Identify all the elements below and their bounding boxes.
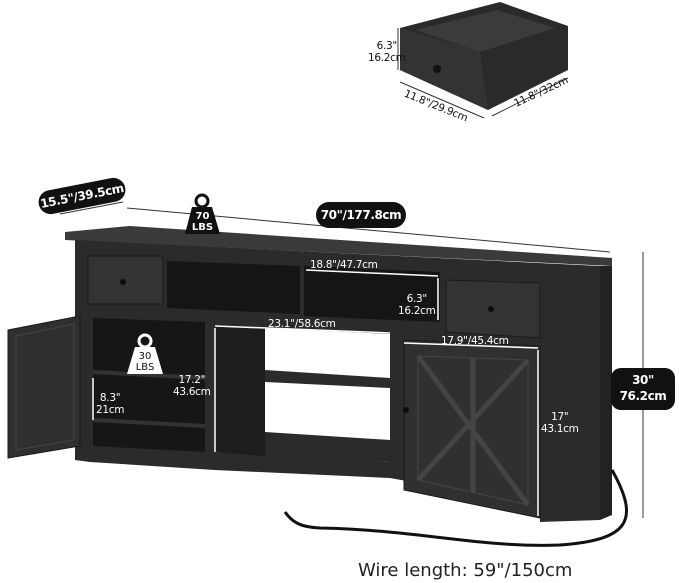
left-shelf-height-cm: 21cm <box>96 404 125 416</box>
door-height-in: 17" <box>551 411 569 423</box>
shelf-weight-value: 30 <box>138 351 152 362</box>
drawer-inset <box>397 2 569 119</box>
shelf-weight-unit: LBS <box>135 362 155 373</box>
weight-icon <box>185 193 220 234</box>
drawer-knob-icon <box>433 65 441 73</box>
drawer-height-in: 6.3" <box>376 40 398 52</box>
door-height-cm: 43.1cm <box>541 423 579 435</box>
open-shelf-width-label: 18.8"/47.7cm <box>310 259 378 271</box>
open-shelf-height-in: 6.3" <box>406 293 428 305</box>
top-weight-value: 70 <box>195 211 210 222</box>
overall-height-in: 30" <box>632 373 654 387</box>
top-weight-unit: LBS <box>191 222 214 233</box>
tv-stand <box>7 226 612 522</box>
left-shelf-height-in: 8.3" <box>99 392 121 404</box>
middle-width-label: 23.1"/58.6cm <box>268 318 336 330</box>
wire-length-label: Wire length: 59"/150cm <box>358 560 573 581</box>
middle-height-in: 17.2" <box>178 374 206 386</box>
middle-height-cm: 43.6cm <box>173 386 211 398</box>
left-shelf-height-label: 8.3"21cm <box>96 392 124 416</box>
door-height-label: 17"43.1cm <box>541 411 579 435</box>
drawer-height-cm: 16.2cm <box>368 52 406 64</box>
weight-icon <box>127 333 163 374</box>
power-cord <box>283 469 628 547</box>
middle-height-label: 17.2"43.6cm <box>173 374 211 398</box>
door-width-label: 17.9"/45.4cm <box>441 335 509 347</box>
overall-height-label: 30" 76.2cm <box>611 368 675 410</box>
overall-height-cm: 76.2cm <box>619 389 667 403</box>
open-shelf-height-cm: 16.2cm <box>398 305 436 317</box>
drawer-height-label: 6.3"16.2cm <box>368 40 406 64</box>
overall-width-label: 70"/177.8cm <box>316 202 406 228</box>
open-shelf-height-label: 6.3"16.2cm <box>398 293 436 317</box>
